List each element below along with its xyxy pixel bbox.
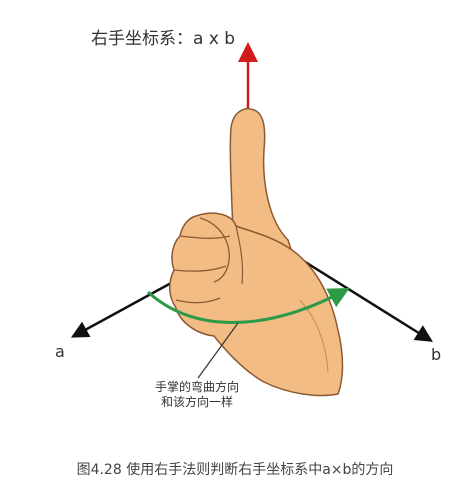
curl-note: 手掌的弯曲方向 和该方向一样: [133, 380, 261, 410]
thumb: [229, 108, 294, 254]
thumb-base-crease: [235, 225, 244, 285]
axis-a-label: a: [55, 342, 65, 361]
thumbs-up-hand: [169, 108, 344, 397]
index-finger-fold: [199, 217, 230, 283]
fist: [169, 212, 344, 397]
diagram-title: 右手坐标系：a x b: [91, 29, 236, 49]
curl-note-line-1: 手掌的弯曲方向: [154, 380, 239, 394]
curl-note-line-2: 和该方向一样: [160, 395, 233, 409]
finger-crease-1: [179, 235, 231, 239]
finger-crease-2: [173, 265, 227, 272]
figure-caption: 图4.28 使用右手法则判断右手坐标系中a×b的方向: [76, 462, 394, 478]
finger-crease-3: [175, 297, 221, 304]
curl-direction-arrow: [146, 288, 350, 324]
note-pointer-line: [197, 322, 239, 379]
wrist-edge: [299, 299, 329, 373]
axis-b-label: b: [431, 345, 442, 364]
